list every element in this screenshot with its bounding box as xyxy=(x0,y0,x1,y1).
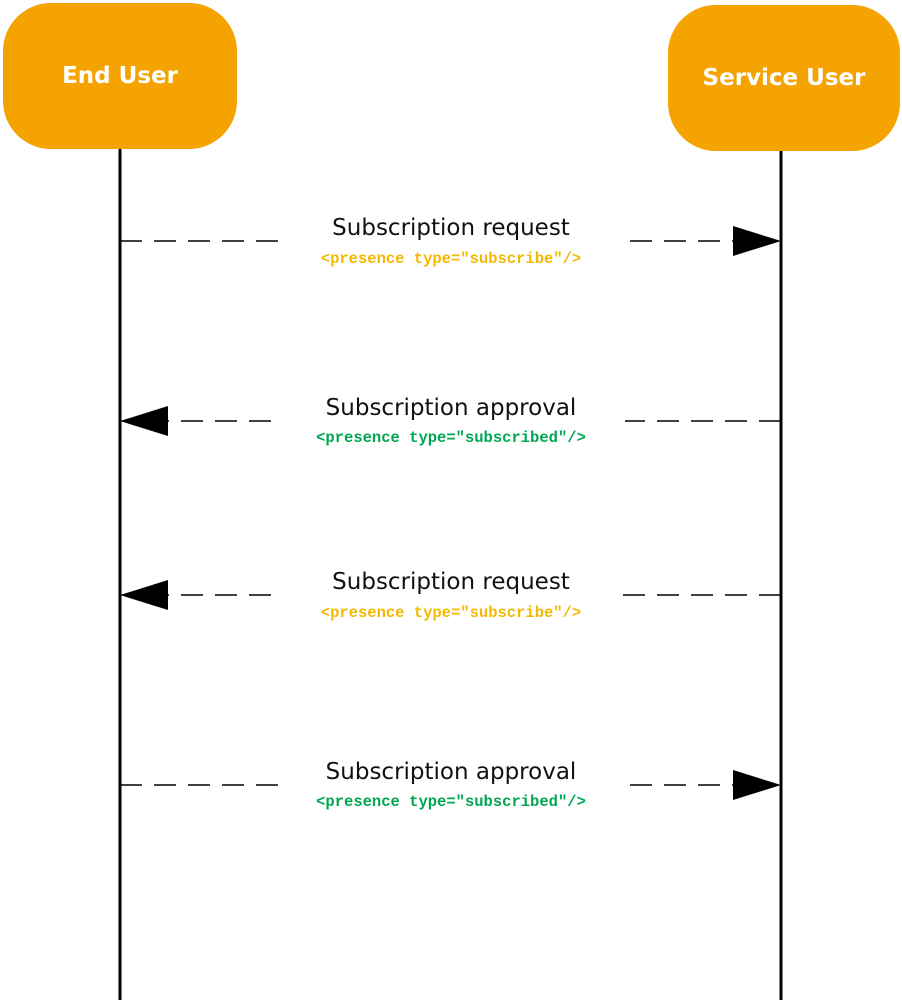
message-4-label: Subscription approval xyxy=(325,759,577,785)
arrowhead-left xyxy=(120,580,168,610)
actor-service-user: Service User xyxy=(668,5,900,151)
actor-end-user-label: End User xyxy=(62,63,178,89)
message-1-code: <presence type="subscribe"/> xyxy=(320,250,582,268)
message-2-code: <presence type="subscribed"/> xyxy=(316,429,586,447)
actor-service-user-label: Service User xyxy=(702,65,866,91)
message-2-label: Subscription approval xyxy=(325,395,577,421)
arrowhead-left xyxy=(120,406,168,436)
message-1-label: Subscription request xyxy=(332,215,570,241)
message-3-code: <presence type="subscribe"/> xyxy=(320,604,582,622)
actor-end-user: End User xyxy=(3,3,237,149)
arrowhead-right xyxy=(733,770,781,800)
arrowhead-right xyxy=(733,226,781,256)
message-3-label: Subscription request xyxy=(332,569,570,595)
message-4-code: <presence type="subscribed"/> xyxy=(316,793,586,811)
